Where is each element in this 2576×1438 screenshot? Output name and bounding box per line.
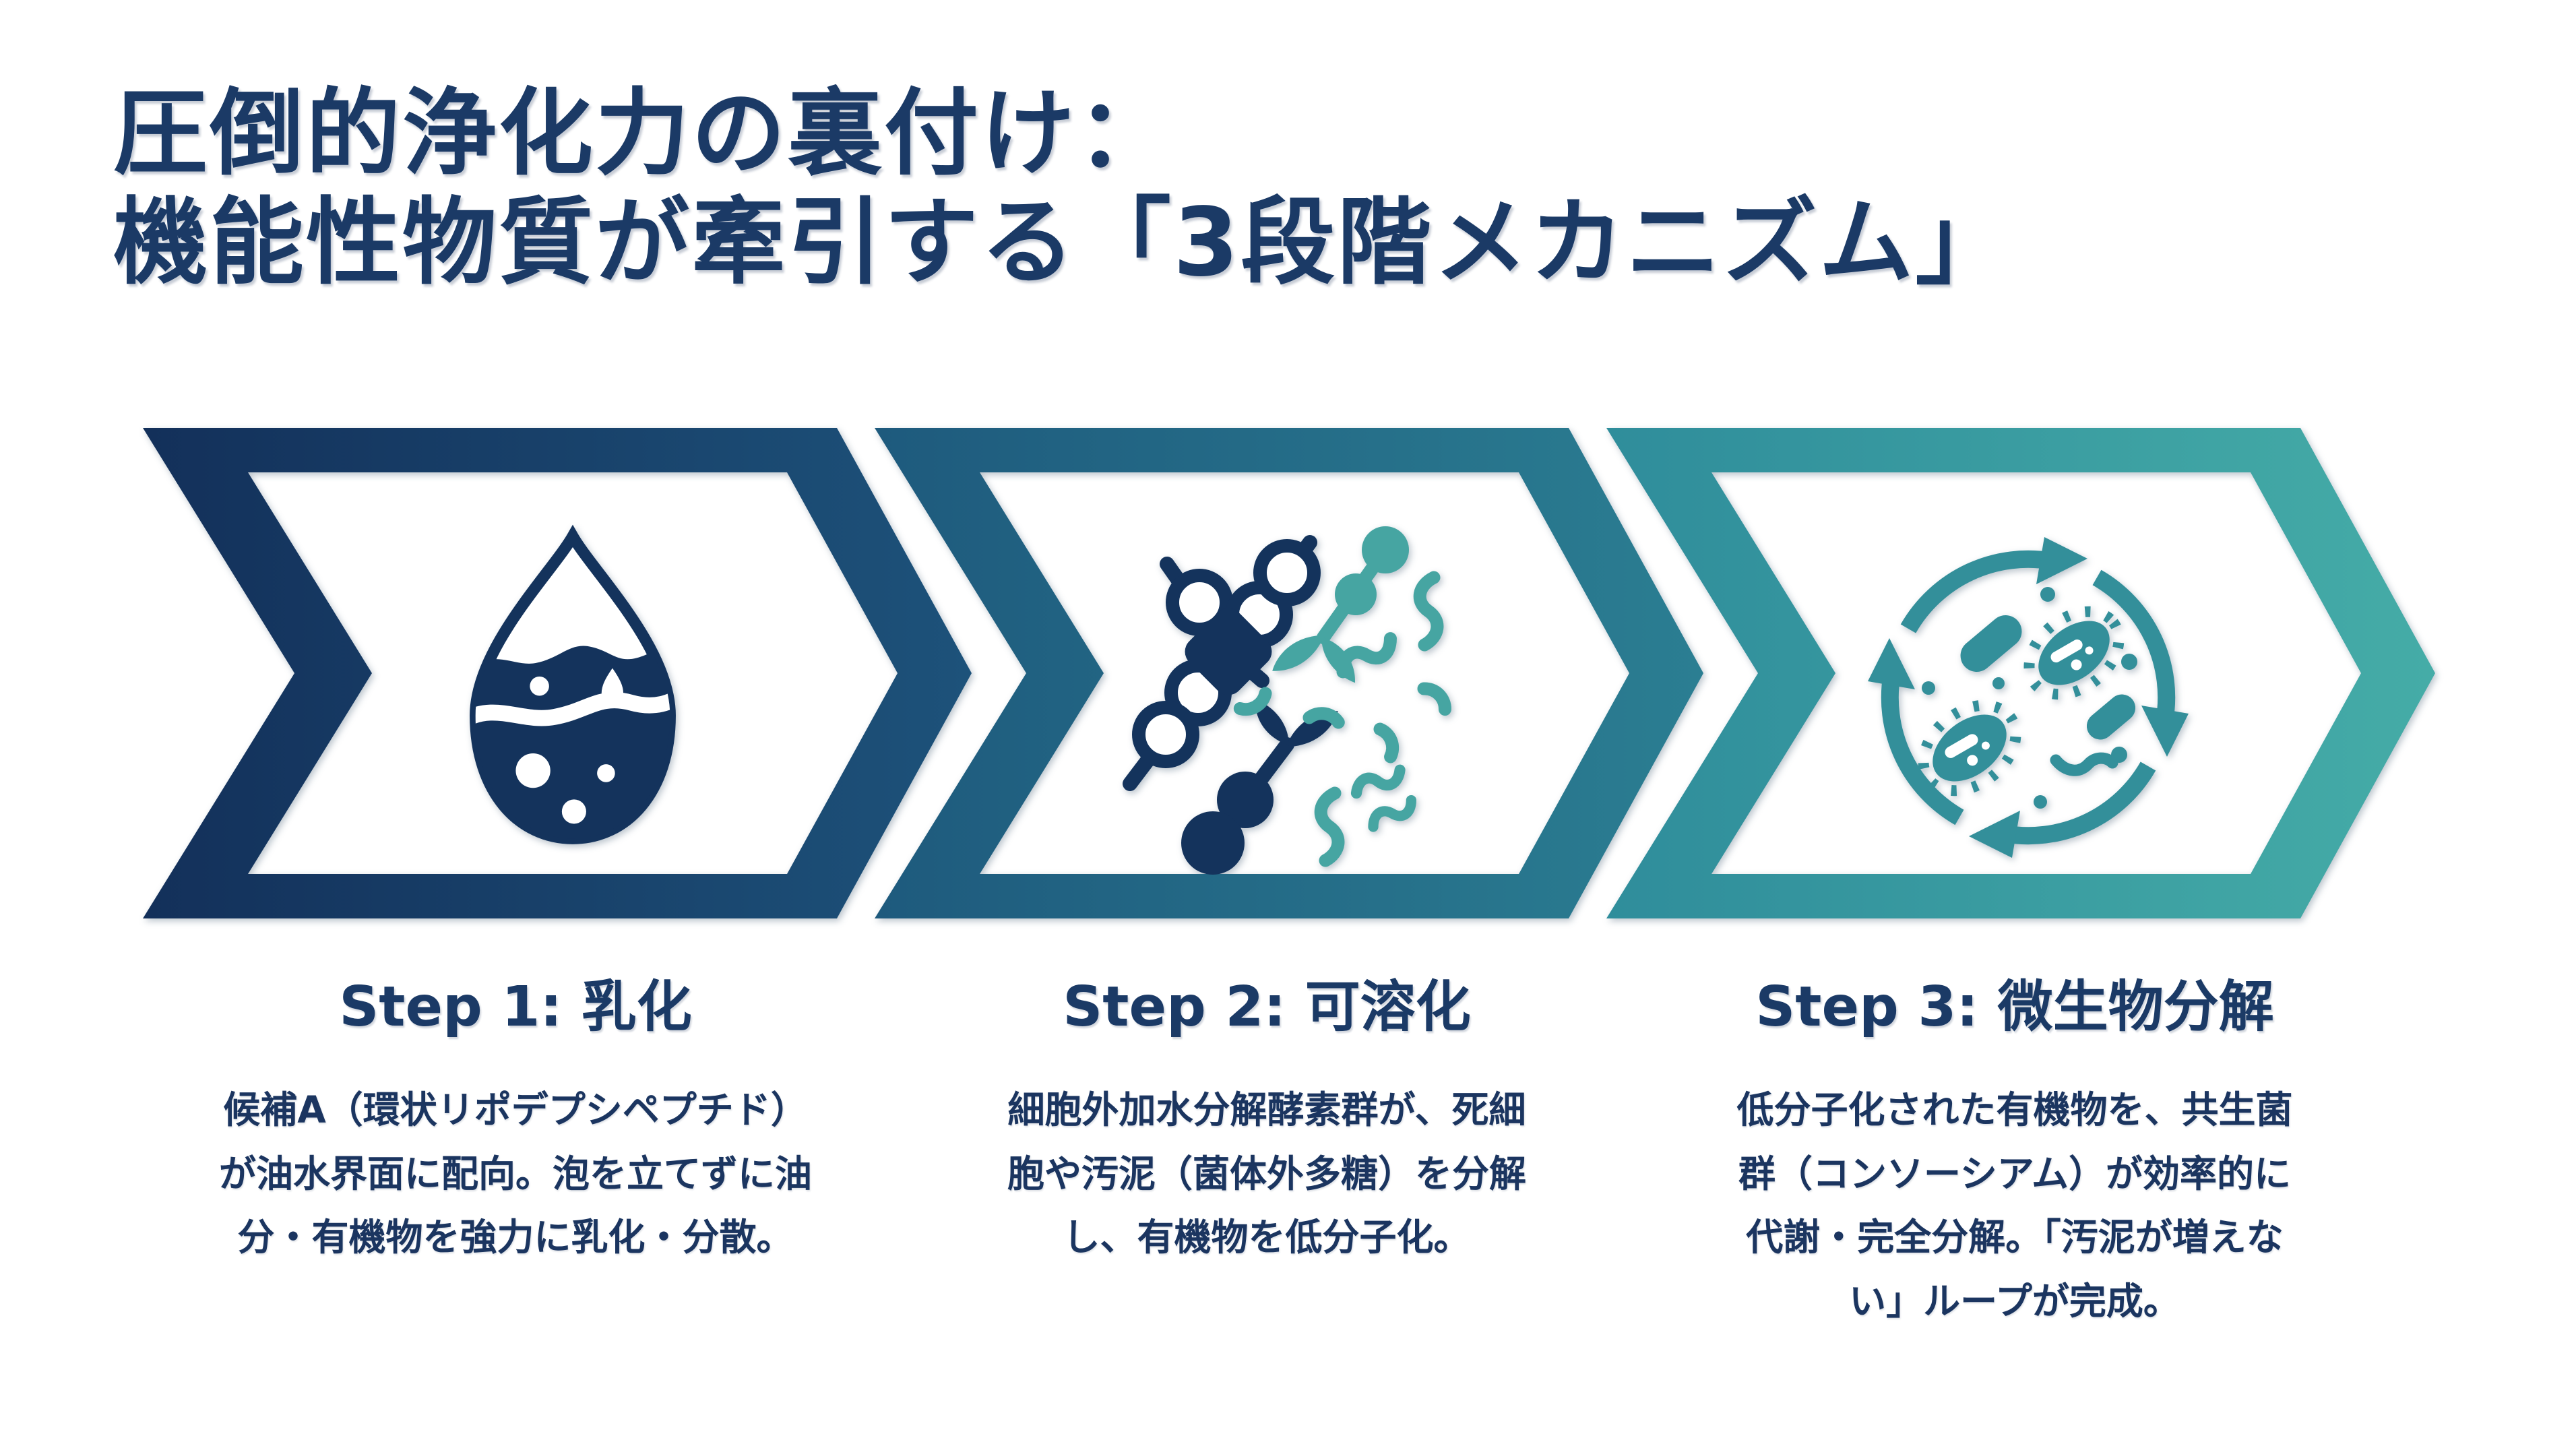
three-step-chevron-band xyxy=(143,428,2435,918)
step-3-column: Step 3: 微生物分解 低分子化された有機物を、共生菌群（コンソーシアム）が… xyxy=(1644,975,2385,1334)
step-1-description: 候補A（環状リポデプシペプチド）が油水界面に配向。泡を立てずに油分・有機物を強力… xyxy=(218,1088,812,1259)
step-2-description: 細胞外加水分解酵素群が、死細胞や汚泥（菌体外多糖）を分解し、有機物を低分子化。 xyxy=(1007,1088,1526,1259)
step-2-column: Step 2: 可溶化 細胞外加水分解酵素群が、死細胞や汚泥（菌体外多糖）を分解… xyxy=(896,975,1637,1270)
step-1-label: Step 1: 乳化 xyxy=(339,975,692,1039)
step-3-label: Step 3: 微生物分解 xyxy=(1755,975,2274,1039)
page-title-line-1: 圧倒的浄化力の裏付け： xyxy=(113,79,1174,189)
step-3-description: 低分子化された有機物を、共生菌群（コンソーシアム）が効率的に代謝・完全分解。「汚… xyxy=(1736,1088,2293,1323)
step-1-column: Step 1: 乳化 候補A（環状リポデプシペプチド）が油水界面に配向。泡を立て… xyxy=(145,975,886,1270)
microbial-cycle-icon xyxy=(1868,537,2189,858)
enzyme-breakdown-icon xyxy=(1123,526,1449,875)
oil-droplet-icon xyxy=(463,536,686,849)
page-title: 圧倒的浄化力の裏付け： 機能性物質が牽引する「3段階メカニズム」 xyxy=(113,79,2012,299)
chevron-step-3 xyxy=(1606,428,2435,918)
page-title-line-2: 機能性物質が牽引する「3段階メカニズム」 xyxy=(113,188,2012,299)
step-2-label: Step 2: 可溶化 xyxy=(1063,975,1471,1039)
chevron-step-2 xyxy=(875,428,1703,918)
